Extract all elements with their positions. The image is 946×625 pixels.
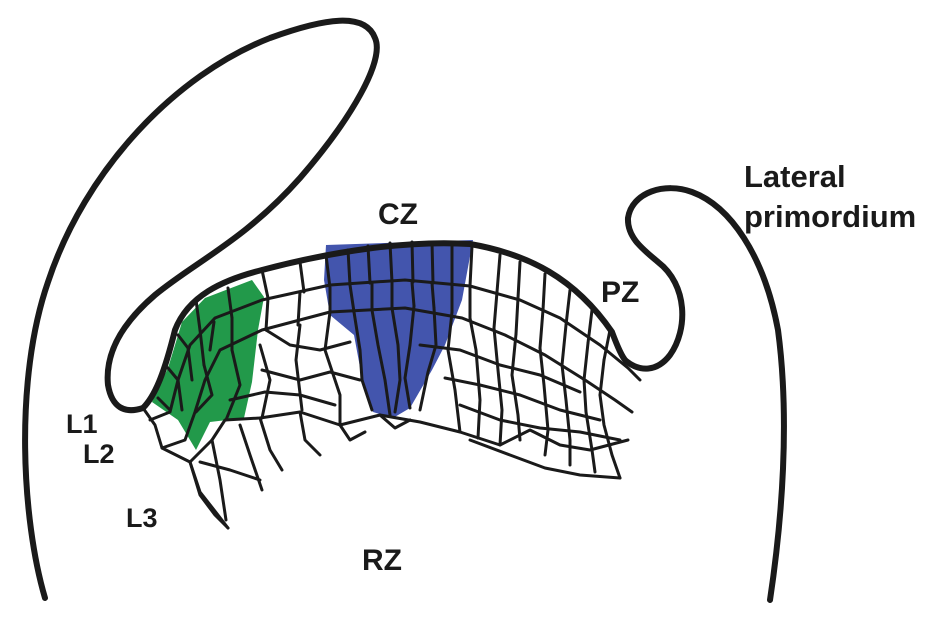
cell-wall [494,328,502,445]
cell-wall [412,242,413,282]
cell-wall [325,312,340,425]
cell-wall [518,262,520,298]
cell-wall [260,345,270,418]
cell-wall [470,318,480,438]
lateral-primordium-label-line1: Lateral [744,157,916,197]
peripheral-zone-label: PZ [601,278,639,308]
lateral-primordium-label: Lateral primordium [744,157,916,237]
layer-l1-label: L1 [66,411,98,438]
cell-wall [368,246,370,283]
cell-wall [600,360,604,395]
cell-wall [296,325,302,410]
cell-wall [432,242,433,283]
cell-wall [432,283,434,308]
cell-wall [266,330,350,350]
cell-wall [566,290,570,325]
cell-wall [516,298,518,334]
cell-wall [445,378,600,420]
cell-wall [562,365,570,465]
cell-wall [584,343,588,380]
cell-wall [266,298,268,330]
cell-wall [240,425,262,490]
cell-wall [262,270,268,298]
cell-wall [300,262,304,292]
rib-zone-label: RZ [362,546,402,576]
cell-wall [412,282,414,306]
cell-wall [260,418,282,470]
cell-wall [543,274,545,310]
cell-wall [470,246,472,286]
cell-wall [494,292,497,328]
cell-wall [298,292,300,325]
cell-wall [200,462,260,480]
cell-wall [448,312,460,432]
cell-wall [562,325,566,365]
cell-wall [340,425,365,440]
cell-wall [262,370,360,380]
cell-wall [390,243,392,282]
right-lateral-primordium-outline [626,188,784,600]
cell-wall [348,250,350,285]
layer-l2-label: L2 [83,441,115,468]
central-zone-label: CZ [378,200,418,230]
cell-wall [604,330,610,360]
cell-wall [497,255,500,292]
cell-wall [584,380,595,472]
lateral-primordium-label-line2: primordium [744,197,916,237]
layer-l3-label: L3 [126,505,158,532]
cell-wall [540,310,543,348]
